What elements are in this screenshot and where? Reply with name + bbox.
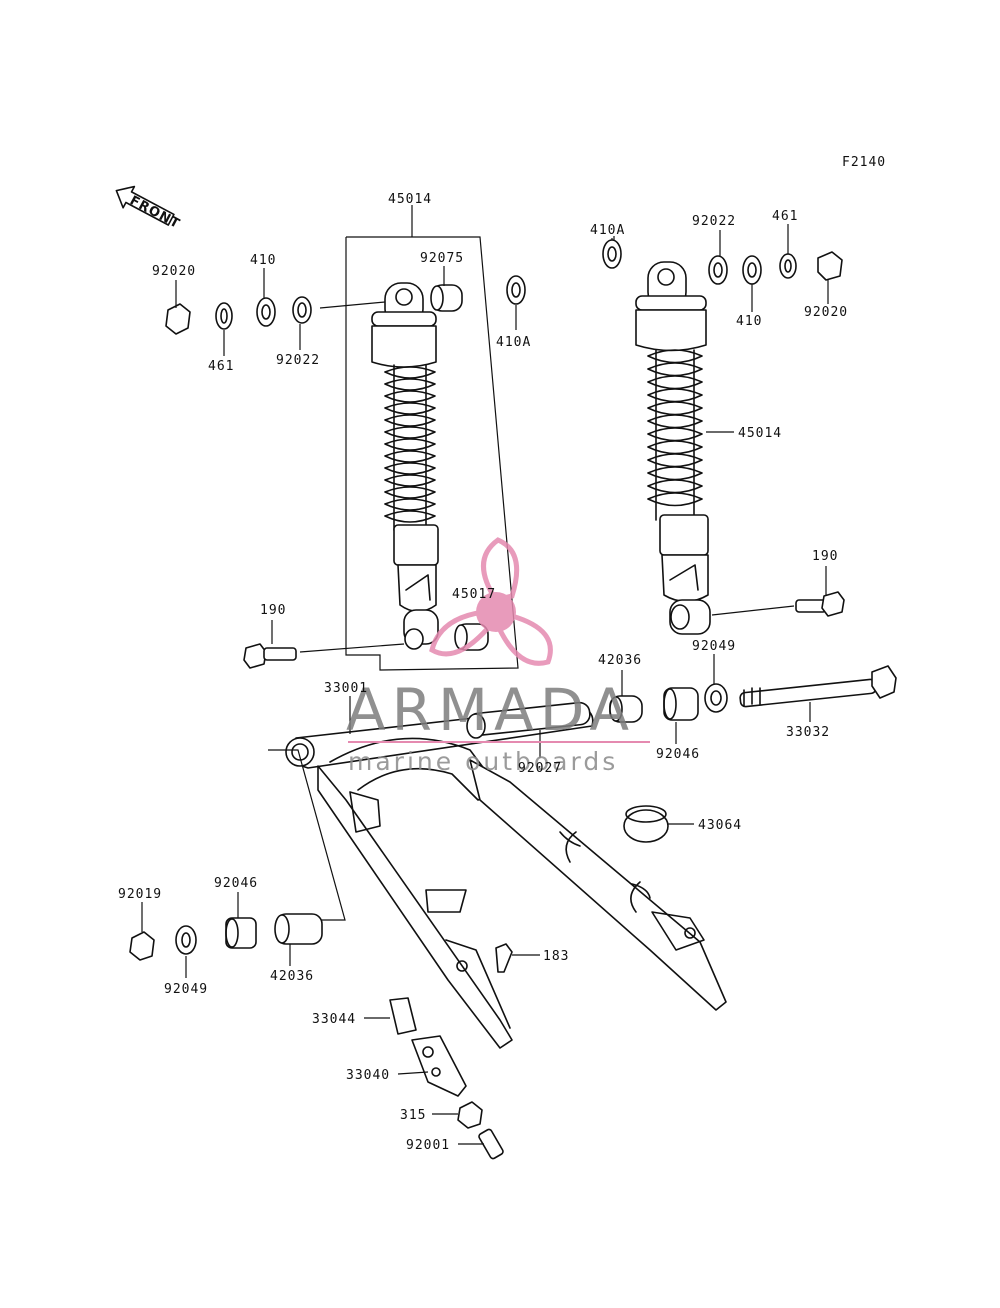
label-33001: 33001 (324, 681, 368, 696)
label-92022-left: 92022 (276, 353, 320, 368)
label-33040: 33040 (346, 1068, 390, 1083)
part-labels: 45014 92075 410A 92020 410 461 92022 410… (118, 192, 848, 1153)
label-92049-right: 92049 (692, 639, 736, 654)
label-190-left: 190 (260, 603, 286, 618)
label-410a-left: 410A (496, 335, 531, 350)
leader-lines (141, 224, 829, 1145)
propeller-logo-icon (429, 537, 553, 666)
label-461-right: 461 (772, 209, 798, 224)
label-92046-right: 92046 (656, 747, 700, 762)
label-92020-left: 92020 (152, 264, 196, 279)
label-92020-right: 92020 (804, 305, 848, 320)
label-183: 183 (543, 949, 569, 964)
label-45014-left: 45014 (388, 192, 432, 207)
figure-code: F2140 (842, 155, 886, 170)
label-42036-right: 42036 (598, 653, 642, 668)
label-92022-right: 92022 (692, 214, 736, 229)
label-33044: 33044 (312, 1012, 356, 1027)
label-92046-left: 92046 (214, 876, 258, 891)
label-410-right: 410 (736, 314, 762, 329)
swingarm-group (129, 665, 897, 1160)
front-arrow-icon: FRONT (115, 185, 182, 232)
label-410-left: 410 (250, 253, 276, 268)
label-92019: 92019 (118, 887, 162, 902)
label-43064: 43064 (698, 818, 742, 833)
front-label: FRONT (127, 193, 182, 232)
label-410a-right: 410A (590, 223, 625, 238)
label-45014-right: 45014 (738, 426, 782, 441)
label-42036-left: 42036 (270, 969, 314, 984)
label-92049-left: 92049 (164, 982, 208, 997)
label-33032: 33032 (786, 725, 830, 740)
watermark-tagline: marine outboards (348, 747, 618, 776)
watermark: ARMADA marine outboards (346, 537, 650, 776)
label-92027: 92027 (518, 761, 562, 776)
left-shock-group (165, 205, 526, 671)
label-92075: 92075 (420, 251, 464, 266)
label-461-left: 461 (208, 359, 234, 374)
label-315: 315 (400, 1108, 426, 1123)
right-shock-group (602, 239, 845, 635)
label-45017: 45017 (452, 587, 496, 602)
label-190-right: 190 (812, 549, 838, 564)
label-92001: 92001 (406, 1138, 450, 1153)
left-shock-spring (384, 364, 436, 531)
watermark-brand: ARMADA (346, 676, 635, 744)
right-shock-spring (647, 349, 703, 521)
